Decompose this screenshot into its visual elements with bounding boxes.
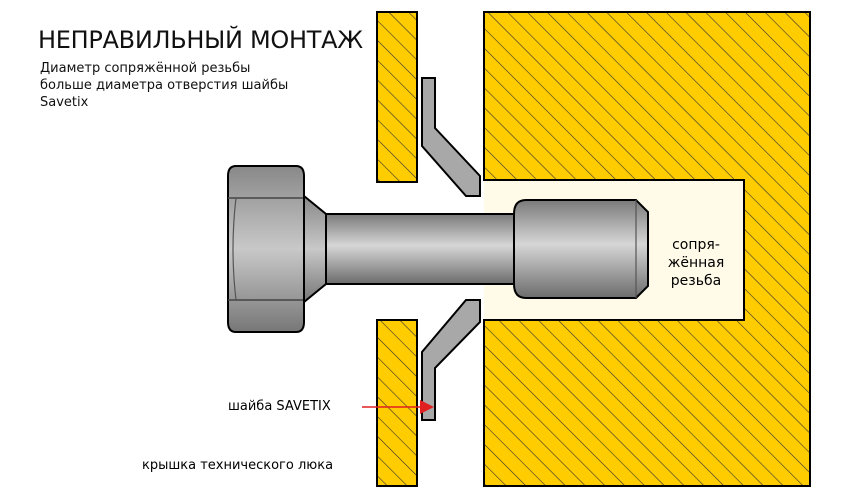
hatch-cover-label: крышка технического люка	[142, 458, 334, 473]
washer-label: шайба SAVETIX	[228, 399, 331, 414]
thread-cavity-outline	[484, 179, 745, 321]
subtitle-line-3: Savetix	[40, 95, 89, 110]
diagram-title: НЕПРАВИЛЬНЫЙ МОНТАЖ	[38, 26, 363, 54]
bolt-flange	[303, 193, 327, 305]
thread-label-line-1: сопря-	[672, 237, 720, 253]
washer-upper	[421, 77, 481, 197]
thread-label: сопря- жённая резьба	[652, 236, 740, 290]
hatch-cover-upper	[376, 11, 418, 183]
bolt-shaft	[325, 213, 515, 285]
thread-label-line-2: жённая	[667, 255, 725, 271]
bolt-thread-section	[513, 199, 649, 299]
thread-label-line-3: резьба	[670, 273, 722, 289]
bolt-head-chamfer-left	[232, 197, 237, 301]
washer-pointer-arrowhead	[420, 400, 434, 414]
subtitle-line-1: Диаметр сопряжённой резьбы	[40, 61, 251, 76]
hatch-cover-lower	[376, 319, 418, 487]
washer-lower	[421, 299, 481, 421]
bolt-head	[227, 165, 305, 333]
subtitle-line-2: больше диаметра отверстия шайбы	[40, 78, 289, 93]
